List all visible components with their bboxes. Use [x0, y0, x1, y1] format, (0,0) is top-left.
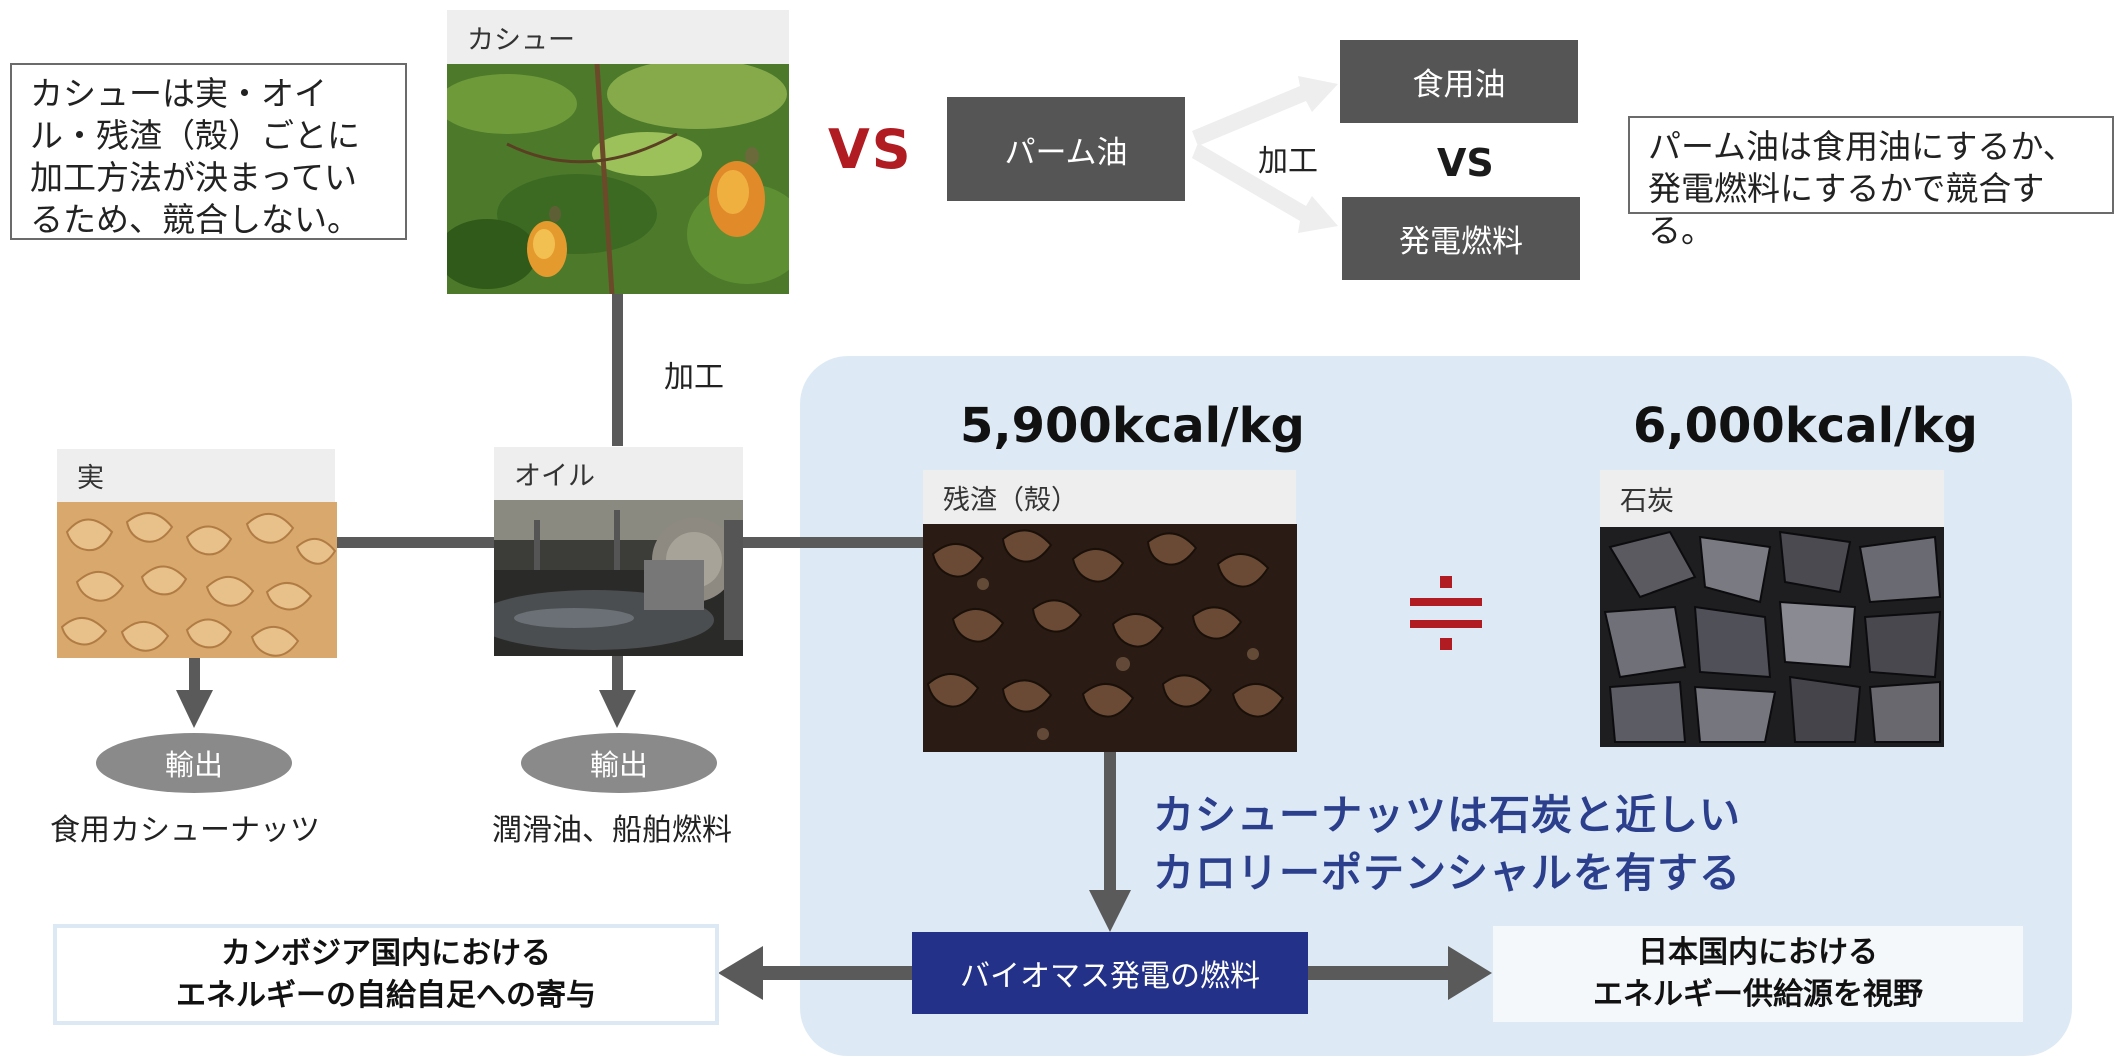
oil-label: オイル — [494, 447, 743, 500]
edible-oil-box: 食用油 — [1340, 40, 1578, 123]
cambodia-contribution-box: カンボジア国内における エネルギーの自給自足への寄与 — [53, 924, 719, 1025]
biomass-fuel-box: バイオマス発電の燃料 — [912, 932, 1308, 1014]
nut-use-label: 食用カシューナッツ — [50, 813, 320, 848]
cambodia-line1: カンボジア国内における — [221, 935, 551, 971]
nut-export-oval: 輸出 — [96, 733, 292, 793]
left-arrow-head — [718, 946, 763, 1000]
right-arrow-head — [1448, 946, 1492, 1000]
oil-arrow-head — [599, 690, 636, 728]
calorie-headline-line2: カロリーポテンシャルを有する — [1153, 849, 1741, 897]
cambodia-line2: エネルギーの自給自足への寄与 — [176, 977, 596, 1013]
cashew-process-label: 加工 — [664, 360, 724, 395]
power-fuel-box: 発電燃料 — [1342, 197, 1580, 280]
oil-arrow-shaft — [612, 654, 623, 692]
cashew-to-oil-line — [612, 292, 623, 446]
shell-photo — [923, 524, 1297, 752]
nut-label: 実 — [57, 449, 335, 502]
palm-oil-box: パーム油 — [947, 97, 1185, 201]
shell-kcal: 5,900kcal/kg — [960, 398, 1305, 454]
japan-line2: エネルギー供給源を視野 — [1593, 977, 1923, 1012]
cashew-photo-label: カシュー — [447, 10, 789, 64]
right-arrow-shaft — [1308, 966, 1450, 980]
palm-note-line2: 発電燃料にするかで競合する。 — [1648, 169, 2045, 250]
coal-photo — [1600, 527, 1944, 747]
nut-arrow-head — [176, 690, 213, 728]
nut-oil-line — [336, 537, 494, 548]
cashew-note: カシューは実・オイル・残渣（殻）ごとに加工方法が決まっているため、競合しない。 — [10, 63, 407, 240]
oil-export-oval: 輸出 — [521, 733, 717, 793]
left-arrow-shaft — [760, 966, 912, 980]
palm-process-label: 加工 — [1258, 144, 1318, 179]
calorie-headline-line1: カシューナッツは石炭と近しい — [1153, 791, 1741, 839]
japan-line1: 日本国内における — [1638, 935, 1878, 970]
palm-note: パーム油は食用油にするか、 発電燃料にするかで競合する。 — [1628, 116, 2114, 250]
shell-arrow-head — [1089, 890, 1131, 932]
cashew-nut-photo — [57, 502, 337, 658]
oil-photo — [494, 500, 743, 656]
palm-arrow-down — [1192, 143, 1338, 233]
shell-label: 残渣（殻） — [923, 470, 1296, 524]
coal-kcal: 6,000kcal/kg — [1633, 398, 1978, 454]
oil-use-label: 潤滑油、船舶燃料 — [492, 813, 732, 848]
calorie-headline: カシューナッツは石炭と近しい カロリーポテンシャルを有する — [1153, 786, 1741, 902]
shell-arrow-shaft — [1104, 752, 1116, 892]
palm-vs-label: VS — [1437, 141, 1494, 185]
approx-equal-symbol: ≒ — [1408, 576, 1484, 652]
japan-supply-box: 日本国内における エネルギー供給源を視野 — [1493, 926, 2023, 1022]
oil-shell-line — [743, 537, 923, 548]
cashew-tree-photo — [447, 64, 789, 294]
palm-arrow-up — [1192, 76, 1338, 146]
palm-note-line1: パーム油は食用油にするか、 — [1648, 127, 2076, 166]
coal-label: 石炭 — [1600, 470, 1944, 527]
cashew-note-text: カシューは実・オイル・残渣（殻）ごとに加工方法が決まっているため、競合しない。 — [30, 74, 360, 239]
vs-main-label: VS — [828, 118, 913, 181]
nut-arrow-shaft — [189, 656, 200, 692]
